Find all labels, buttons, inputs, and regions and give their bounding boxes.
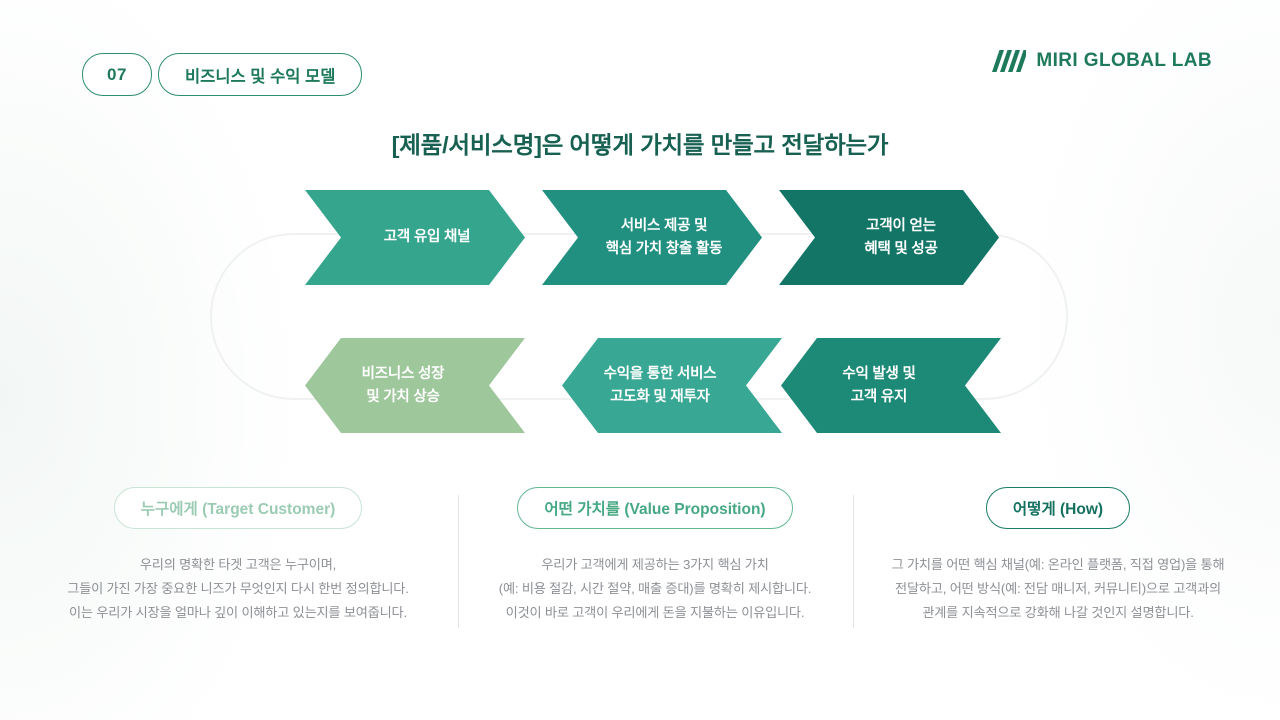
column-body-line: 우리의 명확한 타겟 고객은 누구이며, bbox=[139, 557, 337, 572]
cycle-step-label: 고도화 및 재투자 bbox=[610, 388, 710, 405]
column-divider-1 bbox=[458, 495, 459, 628]
cycle-step-label: 핵심 가치 창출 활동 bbox=[605, 240, 723, 257]
explanation-columns: 누구에게 (Target Customer) 우리의 명확한 타겟 고객은 누구이… bbox=[0, 487, 1280, 647]
section-tag-group: 07 비즈니스 및 수익 모델 bbox=[82, 53, 363, 96]
column-body-line: 이는 우리가 시장을 얼마나 깊이 이해하고 있는지를 보여줍니다. bbox=[69, 605, 407, 621]
section-number-badge: 07 bbox=[82, 53, 152, 96]
cycle-step-label: 수익 발생 및 bbox=[842, 366, 916, 383]
column-body-line: (예: 비용 절감, 시간 절약, 매출 증대)를 명확히 제시합니다. bbox=[498, 581, 812, 597]
column-body-2: 우리가 고객에게 제공하는 3가지 핵심 가치 (예: 비용 절감, 시간 절약,… bbox=[498, 553, 812, 625]
column-body-line: 이것이 바로 고객이 우리에게 돈을 지불하는 이유입니다. bbox=[505, 605, 805, 621]
cycle-step-label: 수익을 통한 서비스 bbox=[603, 366, 717, 383]
cycle-step-label: 및 가치 상승 bbox=[366, 388, 440, 405]
cycle-step-label: 서비스 제공 및 bbox=[620, 218, 708, 235]
column-body-line: 전달하고, 어떤 방식(예: 전담 매니저, 커뮤니티)으로 고객과의 bbox=[895, 581, 1221, 597]
brand-name-text: MIRI GLOBAL LAB bbox=[1036, 50, 1212, 71]
column-body-line: 그들이 가진 가장 중요한 니즈가 무엇인지 다시 한번 정의합니다. bbox=[67, 581, 409, 597]
miri-zigzag-m-logo-icon bbox=[992, 50, 1027, 72]
explanation-column-1: 누구에게 (Target Customer) 우리의 명확한 타겟 고객은 누구이… bbox=[38, 487, 438, 625]
cycle-step-label: 고객 유지 bbox=[850, 388, 908, 405]
column-body-line: 우리가 고객에게 제공하는 3가지 핵심 가치 bbox=[541, 557, 769, 572]
page-title: [제품/서비스명]은 어떻게 가치를 만들고 전달하는가 bbox=[391, 132, 889, 158]
cycle-step-top-1[interactable]: 고객 유입 채널 bbox=[305, 190, 525, 285]
cycle-step-label: 혜택 및 성공 bbox=[864, 240, 938, 257]
column-pill-1[interactable]: 누구에게 (Target Customer) bbox=[113, 487, 363, 529]
section-title-badge: 비즈니스 및 수익 모델 bbox=[158, 53, 363, 96]
column-body-line: 그 가치를 어떤 핵심 채널(예: 온라인 플랫폼, 직접 영업)을 통해 bbox=[891, 557, 1225, 572]
column-divider-2 bbox=[853, 495, 854, 628]
explanation-column-2: 어떤 가치를 (Value Proposition) 우리가 고객에게 제공하는 … bbox=[455, 487, 855, 625]
column-pill-3[interactable]: 어떻게 (How) bbox=[985, 487, 1131, 529]
cycle-step-label: 고객 유입 채널 bbox=[383, 229, 471, 246]
explanation-column-3: 어떻게 (How) 그 가치를 어떤 핵심 채널(예: 온라인 플랫폼, 직접 영… bbox=[858, 487, 1258, 625]
cycle-step-label: 고객이 얻는 bbox=[866, 218, 936, 235]
cycle-step-label: 비즈니스 성장 bbox=[361, 366, 445, 383]
brand-logo: MIRI GLOBAL LAB bbox=[992, 50, 1212, 72]
column-body-1: 우리의 명확한 타겟 고객은 누구이며, 그들이 가진 가장 중요한 니즈가 무엇… bbox=[67, 553, 409, 625]
column-body-line: 관계를 지속적으로 강화해 나갈 것인지 설명합니다. bbox=[922, 605, 1194, 621]
column-pill-2[interactable]: 어떤 가치를 (Value Proposition) bbox=[517, 487, 793, 529]
